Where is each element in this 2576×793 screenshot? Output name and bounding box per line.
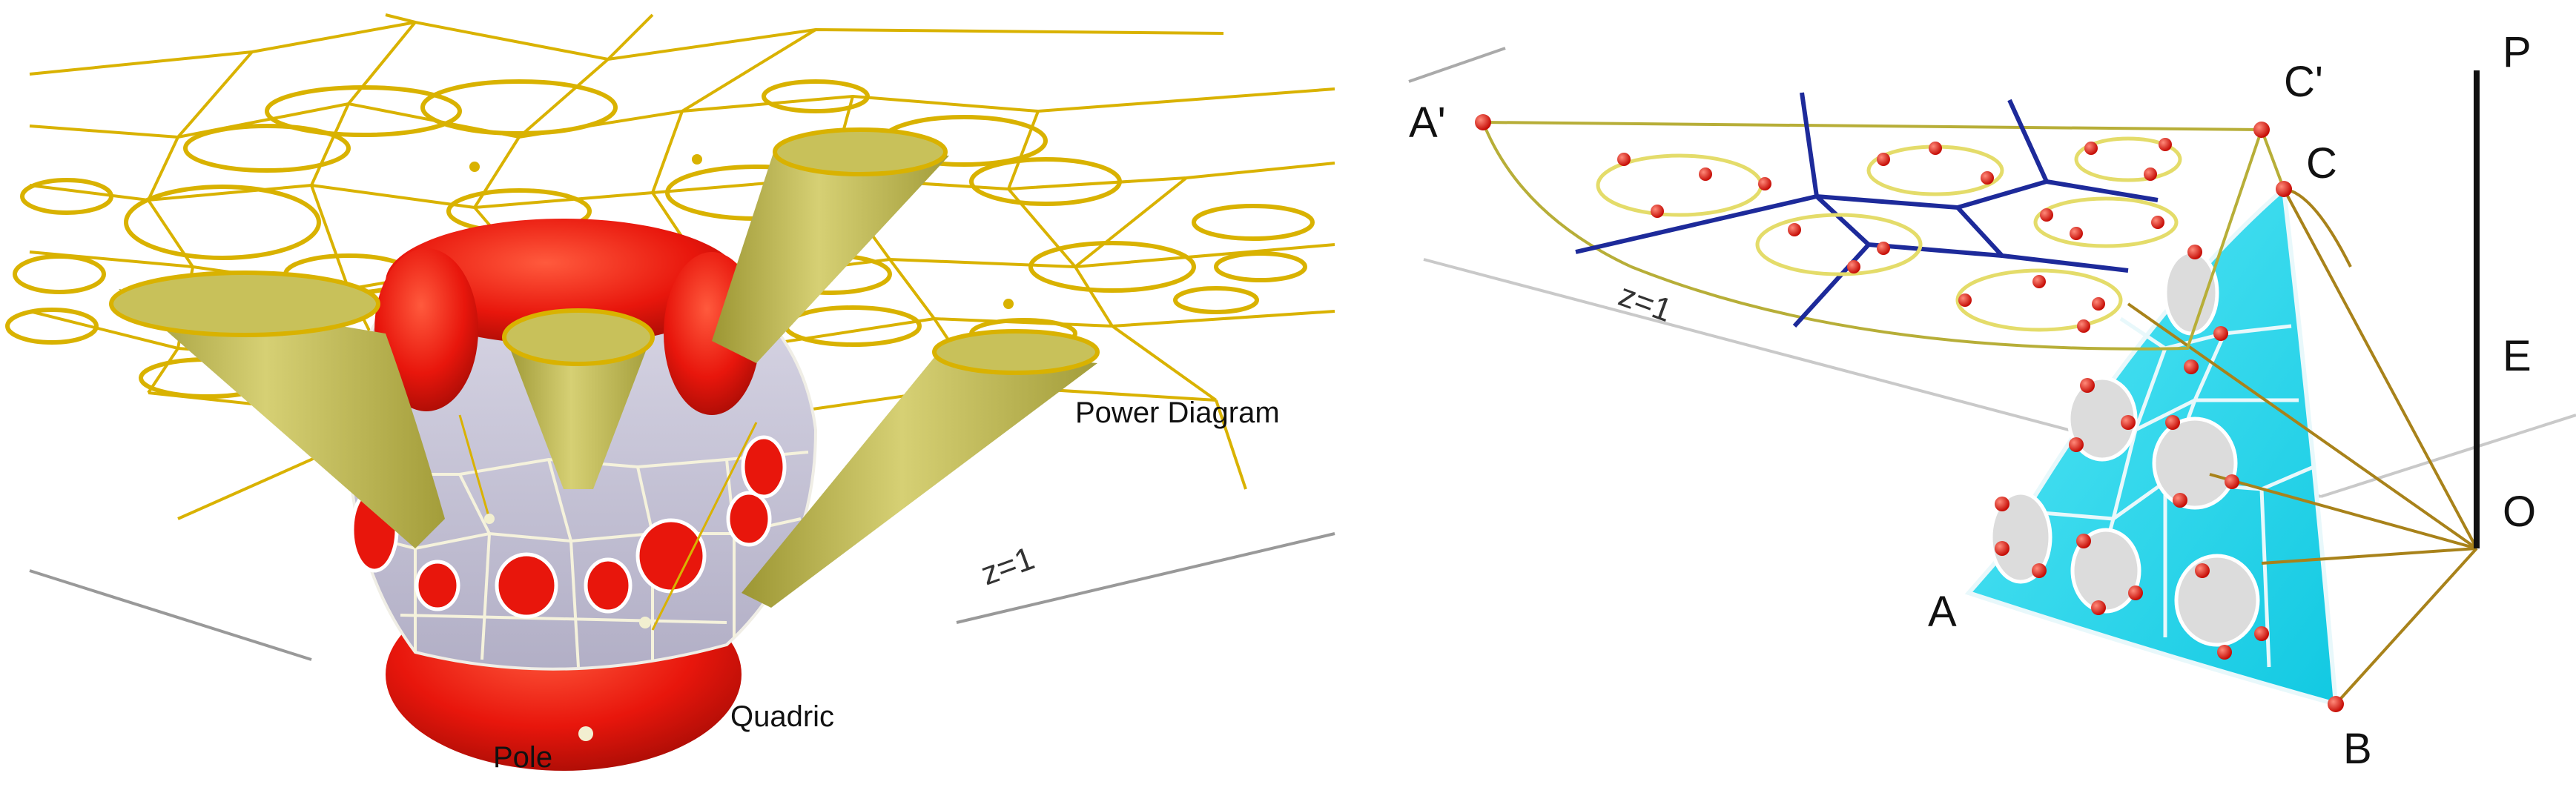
pole-point — [578, 726, 593, 741]
label-c-prime: C' — [2284, 58, 2323, 106]
label-z-plane-left: z=1 — [977, 540, 1040, 593]
label-quadric: Quadric — [730, 700, 834, 733]
projected-circles — [1596, 136, 2182, 332]
label-b: B — [2343, 725, 2372, 773]
label-c: C — [2306, 139, 2337, 188]
navy-power-diagram — [1575, 92, 2159, 328]
cone-top-right — [712, 148, 949, 363]
plane-edge-left — [29, 569, 312, 661]
quadric-facet-lines — [355, 451, 809, 668]
plane-line-right — [2320, 414, 2576, 498]
triangle-holes — [1989, 250, 2260, 647]
plane-edge-right — [956, 532, 1335, 624]
label-p: P — [2503, 28, 2532, 76]
cone-center-rim — [502, 308, 655, 366]
edge-c-prime-c — [2260, 129, 2285, 190]
sphere-site-point — [639, 617, 651, 628]
label-z-plane-right: z=1 — [1614, 276, 1677, 329]
tangent-cones — [109, 127, 1100, 608]
cone-bottom-right — [742, 348, 1097, 608]
label-a-prime: A' — [1409, 99, 1446, 147]
label-pole: Pole — [493, 741, 552, 774]
red-points — [1475, 114, 2344, 712]
cone-top-right-rim — [773, 127, 948, 176]
cone-left-rim — [109, 271, 380, 337]
cone-center — [504, 334, 653, 489]
label-a: A — [1928, 588, 1957, 636]
cone-bottom-right-rim — [932, 329, 1100, 375]
cone-left — [119, 289, 445, 548]
projected-region — [1481, 120, 2264, 351]
plane-line-top — [1408, 47, 1506, 83]
cone-edges — [2127, 188, 2478, 706]
spherical-triangle — [1964, 184, 2339, 708]
right-panel: A' C' C z=1 P E O A B — [1408, 28, 2576, 773]
left-panel: Power Diagram z=1 Quadric Pole — [5, 13, 1335, 774]
label-e: E — [2503, 332, 2532, 380]
projection-lines — [458, 414, 758, 631]
label-power-diagram: Power Diagram — [1075, 396, 1280, 429]
sphere-site-point — [484, 514, 495, 524]
quadric-red-left — [374, 248, 478, 411]
label-o: O — [2503, 488, 2536, 536]
